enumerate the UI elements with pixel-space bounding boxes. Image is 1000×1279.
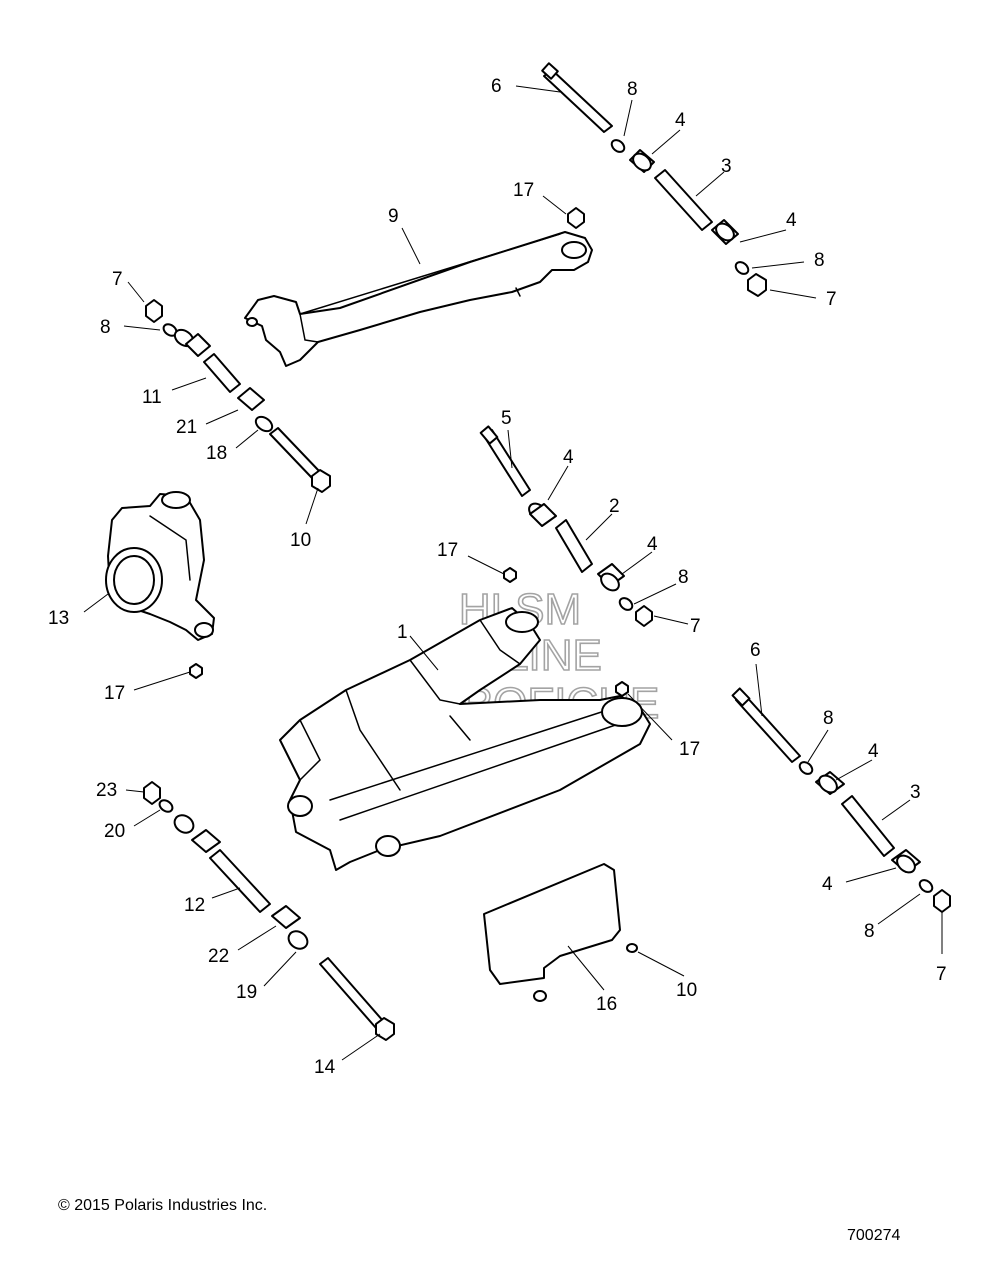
rear-knuckle-13 (105, 491, 215, 679)
callout-3: 3 (721, 156, 732, 177)
lower-left-bushing-stack (143, 781, 395, 1041)
callout-4: 4 (563, 447, 574, 468)
callout-10: 10 (290, 530, 311, 551)
trailing-arm-9 (244, 207, 593, 367)
callout-17: 17 (679, 739, 700, 760)
callout-20: 20 (104, 821, 125, 842)
callout-labels: 6 8 4 3 17 9 4 8 7 7 8 11 21 18 10 5 4 2… (48, 76, 947, 1078)
callout-16: 16 (596, 994, 617, 1015)
copyright-notice: © 2015 Polaris Industries Inc. (58, 1197, 268, 1214)
callout-8: 8 (864, 921, 875, 942)
skid-plate-16 (483, 863, 638, 1002)
callout-14: 14 (314, 1057, 336, 1078)
callout-23: 23 (96, 780, 117, 801)
callout-3: 3 (910, 782, 921, 803)
callout-21: 21 (176, 417, 197, 438)
callout-4: 4 (822, 874, 833, 895)
callout-8: 8 (100, 317, 111, 338)
rear-frame-1 (279, 607, 651, 871)
callout-18: 18 (206, 443, 227, 464)
center-pivot-hardware (479, 425, 653, 627)
callout-7: 7 (936, 964, 947, 985)
upper-right-pivot-hardware (541, 62, 767, 297)
callout-11: 11 (142, 387, 162, 408)
callout-9: 9 (388, 206, 399, 227)
callout-8: 8 (823, 708, 834, 729)
callout-6: 6 (750, 640, 761, 661)
callout-17: 17 (437, 540, 458, 561)
callout-1: 1 (397, 622, 408, 643)
callout-4: 4 (786, 210, 797, 231)
callout-7: 7 (826, 289, 837, 310)
callout-13: 13 (48, 608, 69, 629)
callout-5: 5 (501, 408, 512, 429)
callout-10: 10 (676, 980, 697, 1001)
callout-4: 4 (868, 741, 879, 762)
callout-17: 17 (104, 683, 125, 704)
leader-lines (83, 85, 943, 1061)
callout-19: 19 (236, 982, 257, 1003)
callout-7: 7 (690, 616, 701, 637)
lower-right-pivot-hardware (731, 687, 951, 913)
callout-22: 22 (208, 946, 229, 967)
figure-number: 700274 (847, 1227, 901, 1244)
callout-4: 4 (647, 534, 658, 555)
callout-8: 8 (627, 79, 638, 100)
callout-6: 6 (491, 76, 502, 97)
callout-12: 12 (184, 895, 205, 916)
left-bushing-stack (145, 299, 331, 493)
callout-2: 2 (609, 496, 620, 517)
callout-4: 4 (675, 110, 686, 131)
callout-7: 7 (112, 269, 123, 290)
callout-17: 17 (513, 180, 534, 201)
callout-8: 8 (814, 250, 825, 271)
callout-8: 8 (678, 567, 689, 588)
